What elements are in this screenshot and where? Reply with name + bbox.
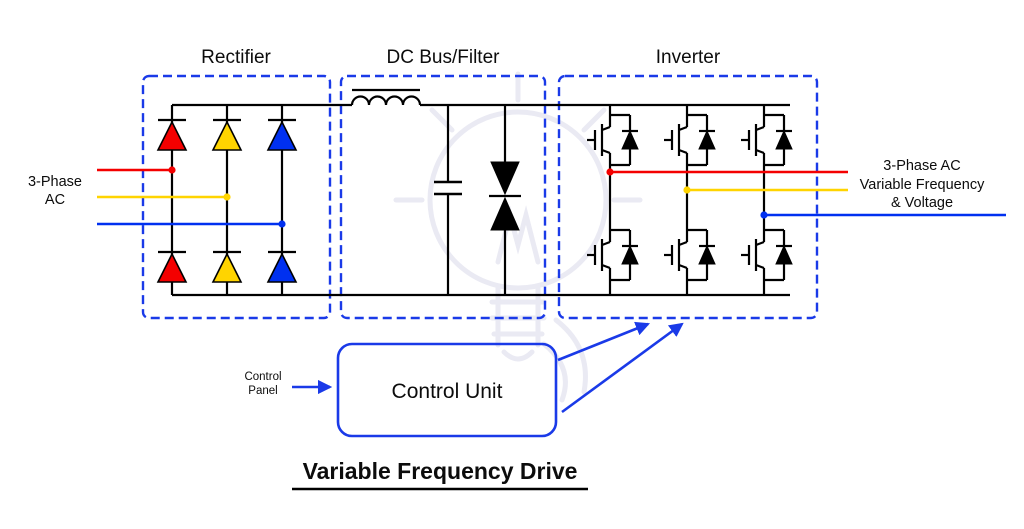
- inverter-box: [557, 74, 819, 320]
- input-label-line2: AC: [45, 192, 65, 208]
- input-phase-wires: [97, 166, 286, 228]
- diagram-title: Variable Frequency Drive: [303, 458, 578, 484]
- output-phase-wires: [606, 168, 1006, 219]
- igbt-bottom-3: [739, 228, 794, 282]
- diode-red-bottom: [156, 252, 188, 283]
- igbt-bottom-2: [662, 228, 717, 282]
- igbt-top-2: [662, 113, 717, 167]
- inverter-leg-3: [739, 105, 794, 295]
- output-label-line3: & Voltage: [891, 195, 953, 211]
- junction-dot-yellow: [223, 193, 231, 201]
- inverter-label: Inverter: [656, 47, 721, 68]
- dc-bus-label: DC Bus/Filter: [387, 47, 501, 68]
- control-panel-label-line2: Panel: [248, 385, 277, 397]
- diode-red-top: [156, 120, 188, 151]
- control-to-inverter-arrow-1: [557, 321, 650, 362]
- control-panel-label-line1: Control: [244, 371, 281, 383]
- capacitor-symbol: [434, 105, 462, 295]
- control-unit-box: [336, 342, 558, 438]
- igbt-bottom-1: [585, 228, 640, 282]
- rectifier-diodes-top: [156, 118, 298, 151]
- control-unit-label: Control Unit: [392, 380, 503, 403]
- input-label-line1: 3-Phase: [28, 174, 82, 190]
- inductor-symbol: [350, 95, 422, 106]
- diode-blue-bottom: [266, 252, 298, 283]
- diode-blue-top: [266, 120, 298, 151]
- output-junction-red: [606, 168, 614, 176]
- diode-yellow-bottom: [211, 252, 243, 283]
- junction-dot-blue: [278, 220, 286, 228]
- output-label-line2: Variable Frequency: [860, 177, 985, 193]
- control-to-inverter-arrow-2: [561, 322, 684, 414]
- lightbulb-watermark: [393, 71, 643, 403]
- rectifier-label: Rectifier: [201, 47, 271, 68]
- inverter-leg-1: [585, 105, 640, 295]
- rectifier-diodes-bottom: [156, 250, 298, 283]
- diode-yellow-top: [211, 120, 243, 151]
- output-junction-blue: [760, 211, 768, 219]
- output-junction-yellow: [683, 186, 691, 194]
- igbt-top-3: [739, 113, 794, 167]
- inverter-leg-2: [662, 105, 717, 295]
- output-label-line1: 3-Phase AC: [883, 158, 960, 174]
- tvs-diode-symbol: [489, 105, 521, 295]
- junction-dot-red: [168, 166, 176, 174]
- dc-bus-box: [339, 74, 547, 320]
